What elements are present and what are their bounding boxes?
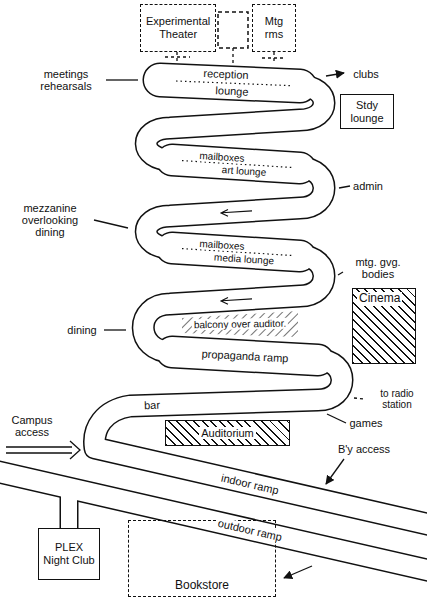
- direction-arrow: [221, 298, 252, 305]
- room-box: Experimental Theater: [140, 4, 216, 52]
- space-label: bar: [142, 399, 162, 412]
- ramp-outline: [0, 80, 427, 573]
- access-arrow: [326, 459, 344, 484]
- direction-arrow: [221, 210, 252, 217]
- ramp-band: [60, 494, 79, 530]
- callout-label: dining: [65, 324, 98, 336]
- callout-label: to radio station: [367, 388, 427, 410]
- access-label: B'y access: [336, 443, 392, 455]
- room-name: Stdy lounge: [345, 99, 389, 124]
- access-arrow-head: [70, 441, 80, 459]
- space-label: reception: [201, 67, 251, 81]
- stem-line: [232, 48, 233, 63]
- leader-line: [338, 272, 343, 275]
- divider-dots: [176, 81, 292, 256]
- ramp-band: [61, 494, 77, 530]
- access-arrow: [6, 447, 72, 453]
- stem-line: [262, 52, 286, 64]
- ramp-band: [95, 86, 427, 527]
- callout-label: meetings rehearsals: [28, 68, 104, 92]
- hatched-room: Cinema: [352, 288, 416, 364]
- callout-label: admin: [351, 180, 385, 192]
- leader-line: [327, 414, 346, 423]
- room-name: PLEX Night Club: [43, 541, 95, 566]
- stem-line: [165, 52, 190, 62]
- callout-label: games: [347, 417, 384, 429]
- ramp-band: [0, 470, 427, 573]
- callout-label: mezzanine overlooking dining: [8, 202, 92, 238]
- room-name: Experimental Theater: [145, 15, 211, 40]
- room-name: Auditorium: [199, 427, 256, 440]
- hatched-room: Auditorium: [165, 420, 290, 446]
- access-label: Campus access: [2, 414, 62, 438]
- leader-line: [339, 186, 350, 188]
- ramp-band: [95, 86, 427, 527]
- room-name: Cinema: [357, 292, 402, 306]
- space-label: lounge: [213, 84, 251, 98]
- room-outline: [218, 12, 248, 48]
- leader-line: [106, 79, 138, 80]
- radio-link: [354, 398, 365, 399]
- room-box: Stdy lounge: [340, 94, 394, 129]
- club-box: PLEX Night Club: [38, 528, 100, 580]
- ramp-fill: [0, 80, 427, 573]
- callout-label: mtg. gvg. bodies: [344, 256, 412, 280]
- ramp-band: [0, 470, 427, 573]
- leader-line: [94, 220, 128, 228]
- space-label: balcony over auditor.: [192, 318, 288, 331]
- room-name: Bookstore: [175, 579, 229, 593]
- leader-lines: [6, 73, 365, 578]
- callout-label: clubs: [351, 68, 381, 80]
- leader-line: [104, 329, 126, 330]
- room-name: Mtg rms: [257, 15, 291, 40]
- room-box: Mtg rms: [252, 4, 296, 52]
- balcony-hatch: [182, 311, 298, 337]
- pointer-arrow: [284, 566, 312, 578]
- room-stems: [165, 48, 286, 64]
- pointer-arrow: [326, 73, 344, 76]
